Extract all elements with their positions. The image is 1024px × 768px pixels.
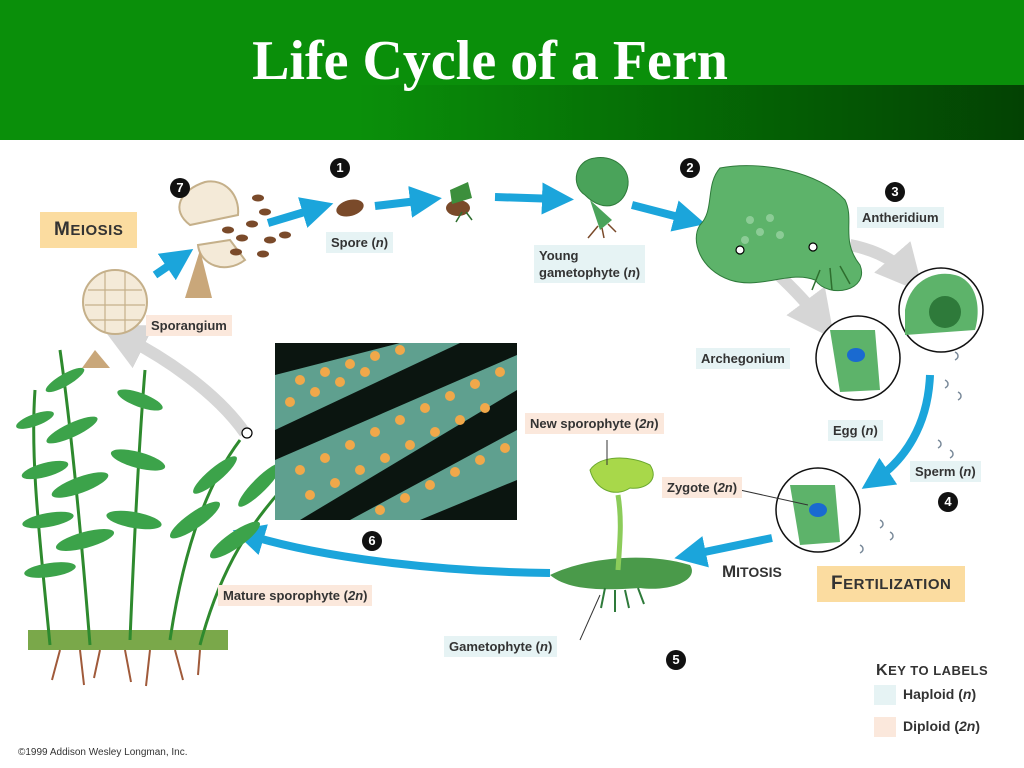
germinating-spore-illustration — [446, 182, 473, 223]
antheridium-label: Antheridium — [857, 207, 944, 228]
mature-gametophyte-illustration — [695, 165, 863, 292]
egg-label: Egg (n) — [828, 420, 883, 441]
meiosis-label: MEIOSIS — [40, 212, 138, 248]
new-sporophyte-illustration — [550, 457, 692, 612]
mitosis-label: MITOSIS — [722, 562, 782, 581]
blue-arrow-to-young — [494, 182, 574, 215]
blue-arrow-spore-to-germ — [374, 185, 442, 218]
step-7-badge: 7 — [170, 178, 190, 198]
gametophyte-label: Gametophyte (n) — [444, 636, 558, 657]
sperm-illustration — [859, 351, 962, 554]
copyright-text: ©1999 Addison Wesley Longman, Inc. — [18, 747, 188, 758]
archegonium-illustration — [815, 315, 901, 401]
step-5-badge: 5 — [666, 650, 686, 670]
haploid-key-label: Haploid (n) — [903, 686, 977, 702]
blue-arrow-to-spore — [266, 197, 334, 228]
sporangium-illustration — [82, 180, 291, 368]
title-bar: Life Cycle of a Fern — [0, 0, 1024, 140]
title-bar-gradient — [0, 85, 1024, 140]
archegonium-label: Archegonium — [696, 348, 790, 369]
blue-arrow-sporangium-up — [152, 249, 194, 281]
step-4-badge: 4 — [938, 492, 958, 512]
sperm-label: Sperm (n) — [910, 461, 981, 482]
blue-arrow-zygote-to-sporophyte — [674, 534, 773, 568]
fern-life-cycle-illustration — [16, 156, 984, 687]
blue-arrow-to-fertilization — [861, 374, 934, 489]
antheridium-illustration — [898, 267, 984, 353]
diploid-swatch — [874, 717, 896, 737]
slide-title: Life Cycle of a Fern — [252, 30, 728, 92]
step-6-badge: 6 — [362, 531, 382, 551]
step-3-badge: 3 — [885, 182, 905, 202]
step-1-badge: 1 — [330, 158, 350, 178]
mature-sporophyte-fern — [16, 349, 302, 687]
blue-arrow-to-gametophyte — [630, 200, 706, 232]
spore-label: Spore (n) — [326, 232, 394, 253]
fertilization-label: FERTILIZATION — [817, 566, 966, 602]
diagram-panel: MEIOSIS FERTILIZATION MITOSIS Spore (n) … — [0, 140, 1024, 768]
blue-arrow-to-mature — [232, 524, 551, 577]
mature-sporophyte-label: Mature sporophyte (2n) — [218, 585, 373, 606]
key-title: KEY TO LABELS — [876, 662, 989, 679]
zygote-illustration — [775, 467, 861, 553]
leader-lines — [579, 440, 809, 641]
sori-photo — [275, 343, 517, 520]
young-gametophyte-illustration — [575, 156, 629, 239]
new-sporophyte-label: New sporophyte (2n) — [525, 413, 664, 434]
gray-arrow-mature-to-sporangium — [100, 325, 250, 437]
haploid-swatch — [874, 685, 896, 705]
spore-illustration — [336, 199, 364, 217]
sporangium-label: Sporangium — [146, 315, 232, 336]
gray-arrow-gametophyte-to-antheridium — [848, 239, 924, 294]
step-2-badge: 2 — [680, 158, 700, 178]
diploid-key-label: Diploid (2n) — [903, 718, 981, 734]
zygote-label: Zygote (2n) — [662, 477, 743, 498]
